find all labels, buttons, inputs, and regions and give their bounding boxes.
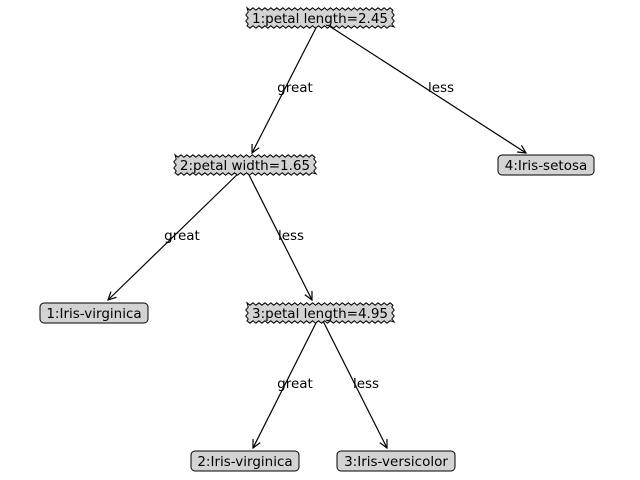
node-label: 1:Iris-virginica xyxy=(46,306,141,322)
edge-arrow xyxy=(244,166,312,300)
node-label: 2:petal width=1.65 xyxy=(180,158,310,174)
node-label: 4:Iris-setosa xyxy=(505,158,588,174)
decision-node: 1:petal length=2.45 xyxy=(245,6,396,29)
edge-label: great xyxy=(164,228,200,244)
decision-node-box xyxy=(245,6,396,29)
decision-node-box xyxy=(245,301,396,324)
edge-arrow xyxy=(319,19,526,153)
node-label: 3:petal length=4.95 xyxy=(252,306,388,322)
edge-label: great xyxy=(277,376,313,392)
edge-label: less xyxy=(353,376,379,392)
leaf-node: 1:Iris-virginica xyxy=(39,302,149,324)
leaf-node-box xyxy=(497,154,595,176)
node-label: 2:Iris-virginica xyxy=(197,454,292,470)
edge-arrow xyxy=(252,19,321,153)
node-label: 1:petal length=2.45 xyxy=(252,11,388,27)
leaf-node-box xyxy=(39,302,149,324)
edge-label: less xyxy=(428,80,454,96)
leaf-node-box xyxy=(190,450,300,472)
edges-layer: great less great less great less xyxy=(108,19,526,448)
leaf-node: 3:Iris-versicolor xyxy=(336,450,456,472)
decision-node: 3:petal length=4.95 xyxy=(245,301,396,324)
edge-arrow xyxy=(253,314,321,448)
edge-label: less xyxy=(278,228,304,244)
leaf-node: 2:Iris-virginica xyxy=(190,450,300,472)
leaf-node: 4:Iris-setosa xyxy=(497,154,595,176)
edge-arrow xyxy=(108,166,246,300)
leaf-node-box xyxy=(336,450,456,472)
edge-arrow xyxy=(319,314,387,448)
edge-label: great xyxy=(277,80,313,96)
node-label: 3:Iris-versicolor xyxy=(344,454,448,470)
nodes-layer: 1:petal length=2.45 2:petal width=1.65 4:I… xyxy=(39,6,595,472)
decision-node-box xyxy=(173,153,318,176)
decision-node: 2:petal width=1.65 xyxy=(173,153,318,176)
